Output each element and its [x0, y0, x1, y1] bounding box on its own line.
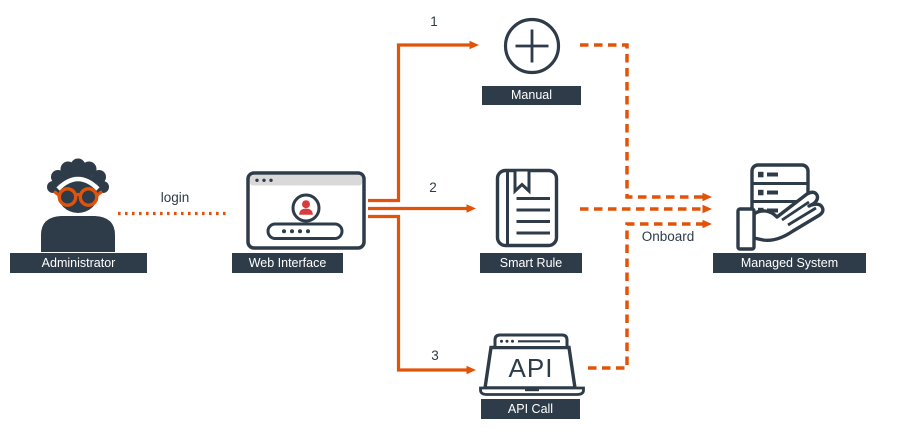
onboard-manual-dashed-arrow: [580, 43, 712, 202]
smart-rule-label: Smart Rule: [480, 253, 582, 273]
managed-system-label: Managed System: [713, 253, 866, 273]
api-call-label: API Call: [481, 399, 580, 419]
laptop-api-icon: API: [479, 333, 585, 396]
hand-holding-server-icon: [736, 163, 825, 251]
api-icon-text: API: [509, 353, 554, 383]
path-2-number: 2: [429, 180, 437, 195]
plus-circle-icon: [503, 17, 561, 75]
onboard-api-dashed-arrow: [588, 219, 712, 370]
administrator-label: Administrator: [10, 253, 147, 273]
login-edge-label: login: [160, 190, 190, 205]
path-1-manual-arrow: [368, 40, 479, 203]
rulebook-icon: [495, 168, 559, 248]
path-1-number: 1: [430, 14, 438, 29]
browser-login-icon: [246, 171, 366, 250]
manual-label: Manual: [482, 86, 581, 105]
administrator-person-icon: [41, 158, 115, 252]
onboard-edge-label: Onboard: [641, 229, 695, 244]
web-interface-label: Web Interface: [232, 253, 343, 273]
path-3-number: 3: [431, 348, 439, 363]
path-3-api-arrow: [368, 214, 476, 375]
